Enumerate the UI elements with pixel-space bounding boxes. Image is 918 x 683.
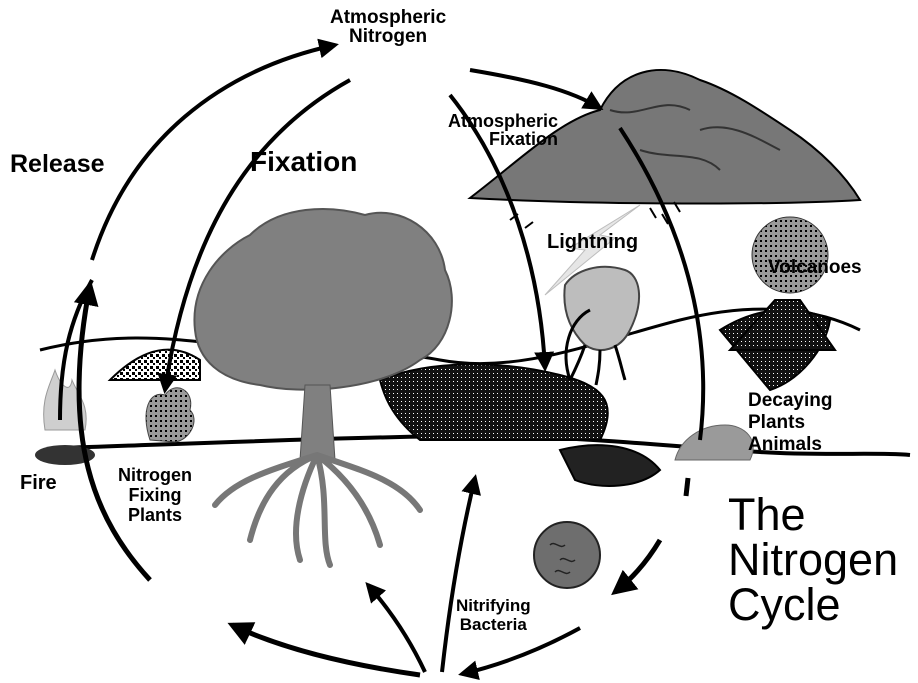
arrow-to-bacteria — [615, 540, 660, 592]
label-decaying-plants-animals: Decaying Plants Animals — [748, 390, 832, 456]
label-release: Release — [10, 152, 105, 178]
hill-left — [110, 350, 200, 380]
arrow-bacteria-to-bottom — [462, 628, 580, 674]
arrow-bottom-to-left — [232, 625, 420, 675]
arrow-bottom-up-left — [368, 585, 425, 672]
tree-roots — [215, 455, 420, 565]
label-fixation: Fixation — [250, 148, 357, 177]
decay-pile — [560, 445, 660, 486]
label-volcanoes: Volcanoes — [768, 258, 862, 277]
arrow-bottom-up-center — [442, 478, 475, 672]
label-atmospheric-fixation: Atmospheric Fixation — [448, 112, 558, 149]
arrow-to-cloud — [470, 70, 600, 108]
label-atmospheric-nitrogen: Atmospheric Nitrogen — [330, 8, 446, 47]
tree-canopy — [194, 209, 451, 390]
label-nitrogen-fixing-plants: Nitrogen Fixing Plants — [118, 465, 192, 525]
tree-trunk — [300, 385, 335, 460]
rain-marks — [510, 202, 680, 228]
decaying-plant — [675, 425, 753, 460]
arrow-release-up — [79, 285, 150, 580]
label-nitrifying-bacteria: Nitrifying Bacteria — [456, 596, 531, 634]
diagram-title: The Nitrogen Cycle — [728, 492, 898, 627]
nitrogen-fixing-plant — [146, 388, 194, 442]
lightning-plants-stems — [570, 345, 625, 385]
arrow-decay-down — [686, 478, 688, 496]
lightning-plants — [564, 267, 639, 350]
label-fire: Fire — [20, 473, 57, 493]
label-lightning: Lightning — [547, 232, 638, 252]
volcano-smoke — [752, 217, 828, 293]
bacteria-disc — [534, 522, 600, 588]
